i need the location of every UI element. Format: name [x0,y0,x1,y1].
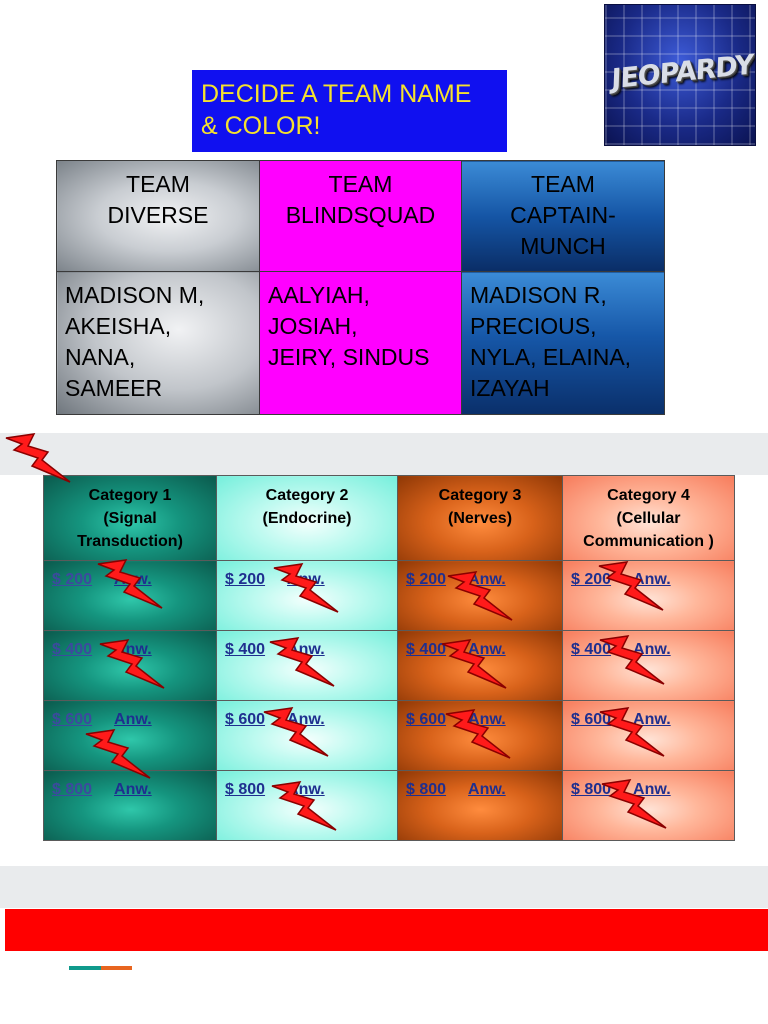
question-link-c4-400[interactable]: $ 400 [571,641,612,658]
jeopardy-logo: JEOPARDY! [604,4,756,146]
answer-link-c1-600[interactable]: Anw. [114,711,152,728]
board-cell: $ 200 Anw. [43,560,217,631]
question-link-c1-600[interactable]: $ 600 [52,711,93,728]
answer-link-c3-600[interactable]: Anw. [468,711,506,728]
board-cell: $ 200 Anw. [216,560,398,631]
answer-link-c3-200[interactable]: Anw. [468,571,506,588]
board-cell: $ 800 Anw. [397,770,563,841]
answer-link-c2-400[interactable]: Anw. [287,641,325,658]
board-cell: $ 600 Anw. [562,700,735,771]
answer-link-c2-800[interactable]: Anw. [287,781,325,798]
answer-link-c4-800[interactable]: Anw. [633,781,671,798]
team-members-captain-munch: MADISON R,PRECIOUS, NYLA, ELAINA,IZAYAH [461,271,665,415]
team-members-blindsquad: AALYIAH,JOSIAH, JEIRY, SINDUS [259,271,462,415]
answer-link-c2-200[interactable]: Anw. [287,571,325,588]
title-line-1: DECIDE A TEAM NAME [201,80,472,108]
category-header-2: Category 2(Endocrine) [216,475,398,561]
board-cell: $ 400 Anw. [397,630,563,701]
answer-link-c2-600[interactable]: Anw. [287,711,325,728]
board-cell: $ 600 Anw. [397,700,563,771]
answer-link-c3-400[interactable]: Anw. [468,641,506,658]
board-row-400: $ 400 Anw. $ 400 Anw. $ 400 Anw. $ 400 Anw. [43,630,735,701]
answer-link-c1-400[interactable]: Anw. [114,641,152,658]
board-cell: $ 800 Anw. [43,770,217,841]
question-link-c1-800[interactable]: $ 800 [52,781,93,798]
team-members-diverse: MADISON M,AKEISHA, NANA,SAMEER [56,271,260,415]
question-link-c2-200[interactable]: $ 200 [225,571,266,588]
board-cell: $ 400 Anw. [562,630,735,701]
answer-link-c1-800[interactable]: Anw. [114,781,152,798]
board-cell: $ 800 Anw. [216,770,398,841]
title-line-2: & COLOR! [201,112,321,140]
question-link-c4-200[interactable]: $ 200 [571,571,612,588]
answer-link-c4-600[interactable]: Anw. [633,711,671,728]
board-cell: $ 800 Anw. [562,770,735,841]
accent-line-orange [101,966,132,970]
red-footer-bar [5,909,768,951]
answer-link-c3-800[interactable]: Anw. [468,781,506,798]
board-cell: $ 600 Anw. [216,700,398,771]
answer-link-c4-400[interactable]: Anw. [633,641,671,658]
question-link-c3-600[interactable]: $ 600 [406,711,447,728]
board-row-200: $ 200 Anw. $ 200 Anw. $ 200 Anw. $ 200 Anw. [43,560,735,631]
question-link-c2-400[interactable]: $ 400 [225,641,266,658]
question-link-c4-800[interactable]: $ 800 [571,781,612,798]
question-link-c3-800[interactable]: $ 800 [406,781,447,798]
board-cell: $ 400 Anw. [43,630,217,701]
divider-band-bottom [0,866,768,908]
question-link-c3-400[interactable]: $ 400 [406,641,447,658]
question-link-c1-200[interactable]: $ 200 [52,571,93,588]
board-cell: $ 200 Anw. [397,560,563,631]
logo-text: JEOPARDY! [610,47,756,96]
divider-band-top [0,433,768,475]
board-row-600: $ 600 Anw. $ 600 Anw. $ 600 Anw. $ 600 Anw. [43,700,735,771]
board-cell: $ 200 Anw. [562,560,735,631]
board-cell: $ 600 Anw. [43,700,217,771]
category-header-3: Category 3(Nerves) [397,475,563,561]
question-link-c2-600[interactable]: $ 600 [225,711,266,728]
board-cell: $ 400 Anw. [216,630,398,701]
question-link-c4-600[interactable]: $ 600 [571,711,612,728]
answer-link-c1-200[interactable]: Anw. [114,571,152,588]
title-box: DECIDE A TEAM NAME & COLOR! [192,70,507,152]
question-link-c1-400[interactable]: $ 400 [52,641,93,658]
answer-link-c4-200[interactable]: Anw. [633,571,671,588]
board-row-800: $ 800 Anw. $ 800 Anw. $ 800 Anw. $ 800 Anw. [43,770,735,841]
question-link-c2-800[interactable]: $ 800 [225,781,266,798]
question-link-c3-200[interactable]: $ 200 [406,571,447,588]
accent-line-teal [69,966,101,970]
